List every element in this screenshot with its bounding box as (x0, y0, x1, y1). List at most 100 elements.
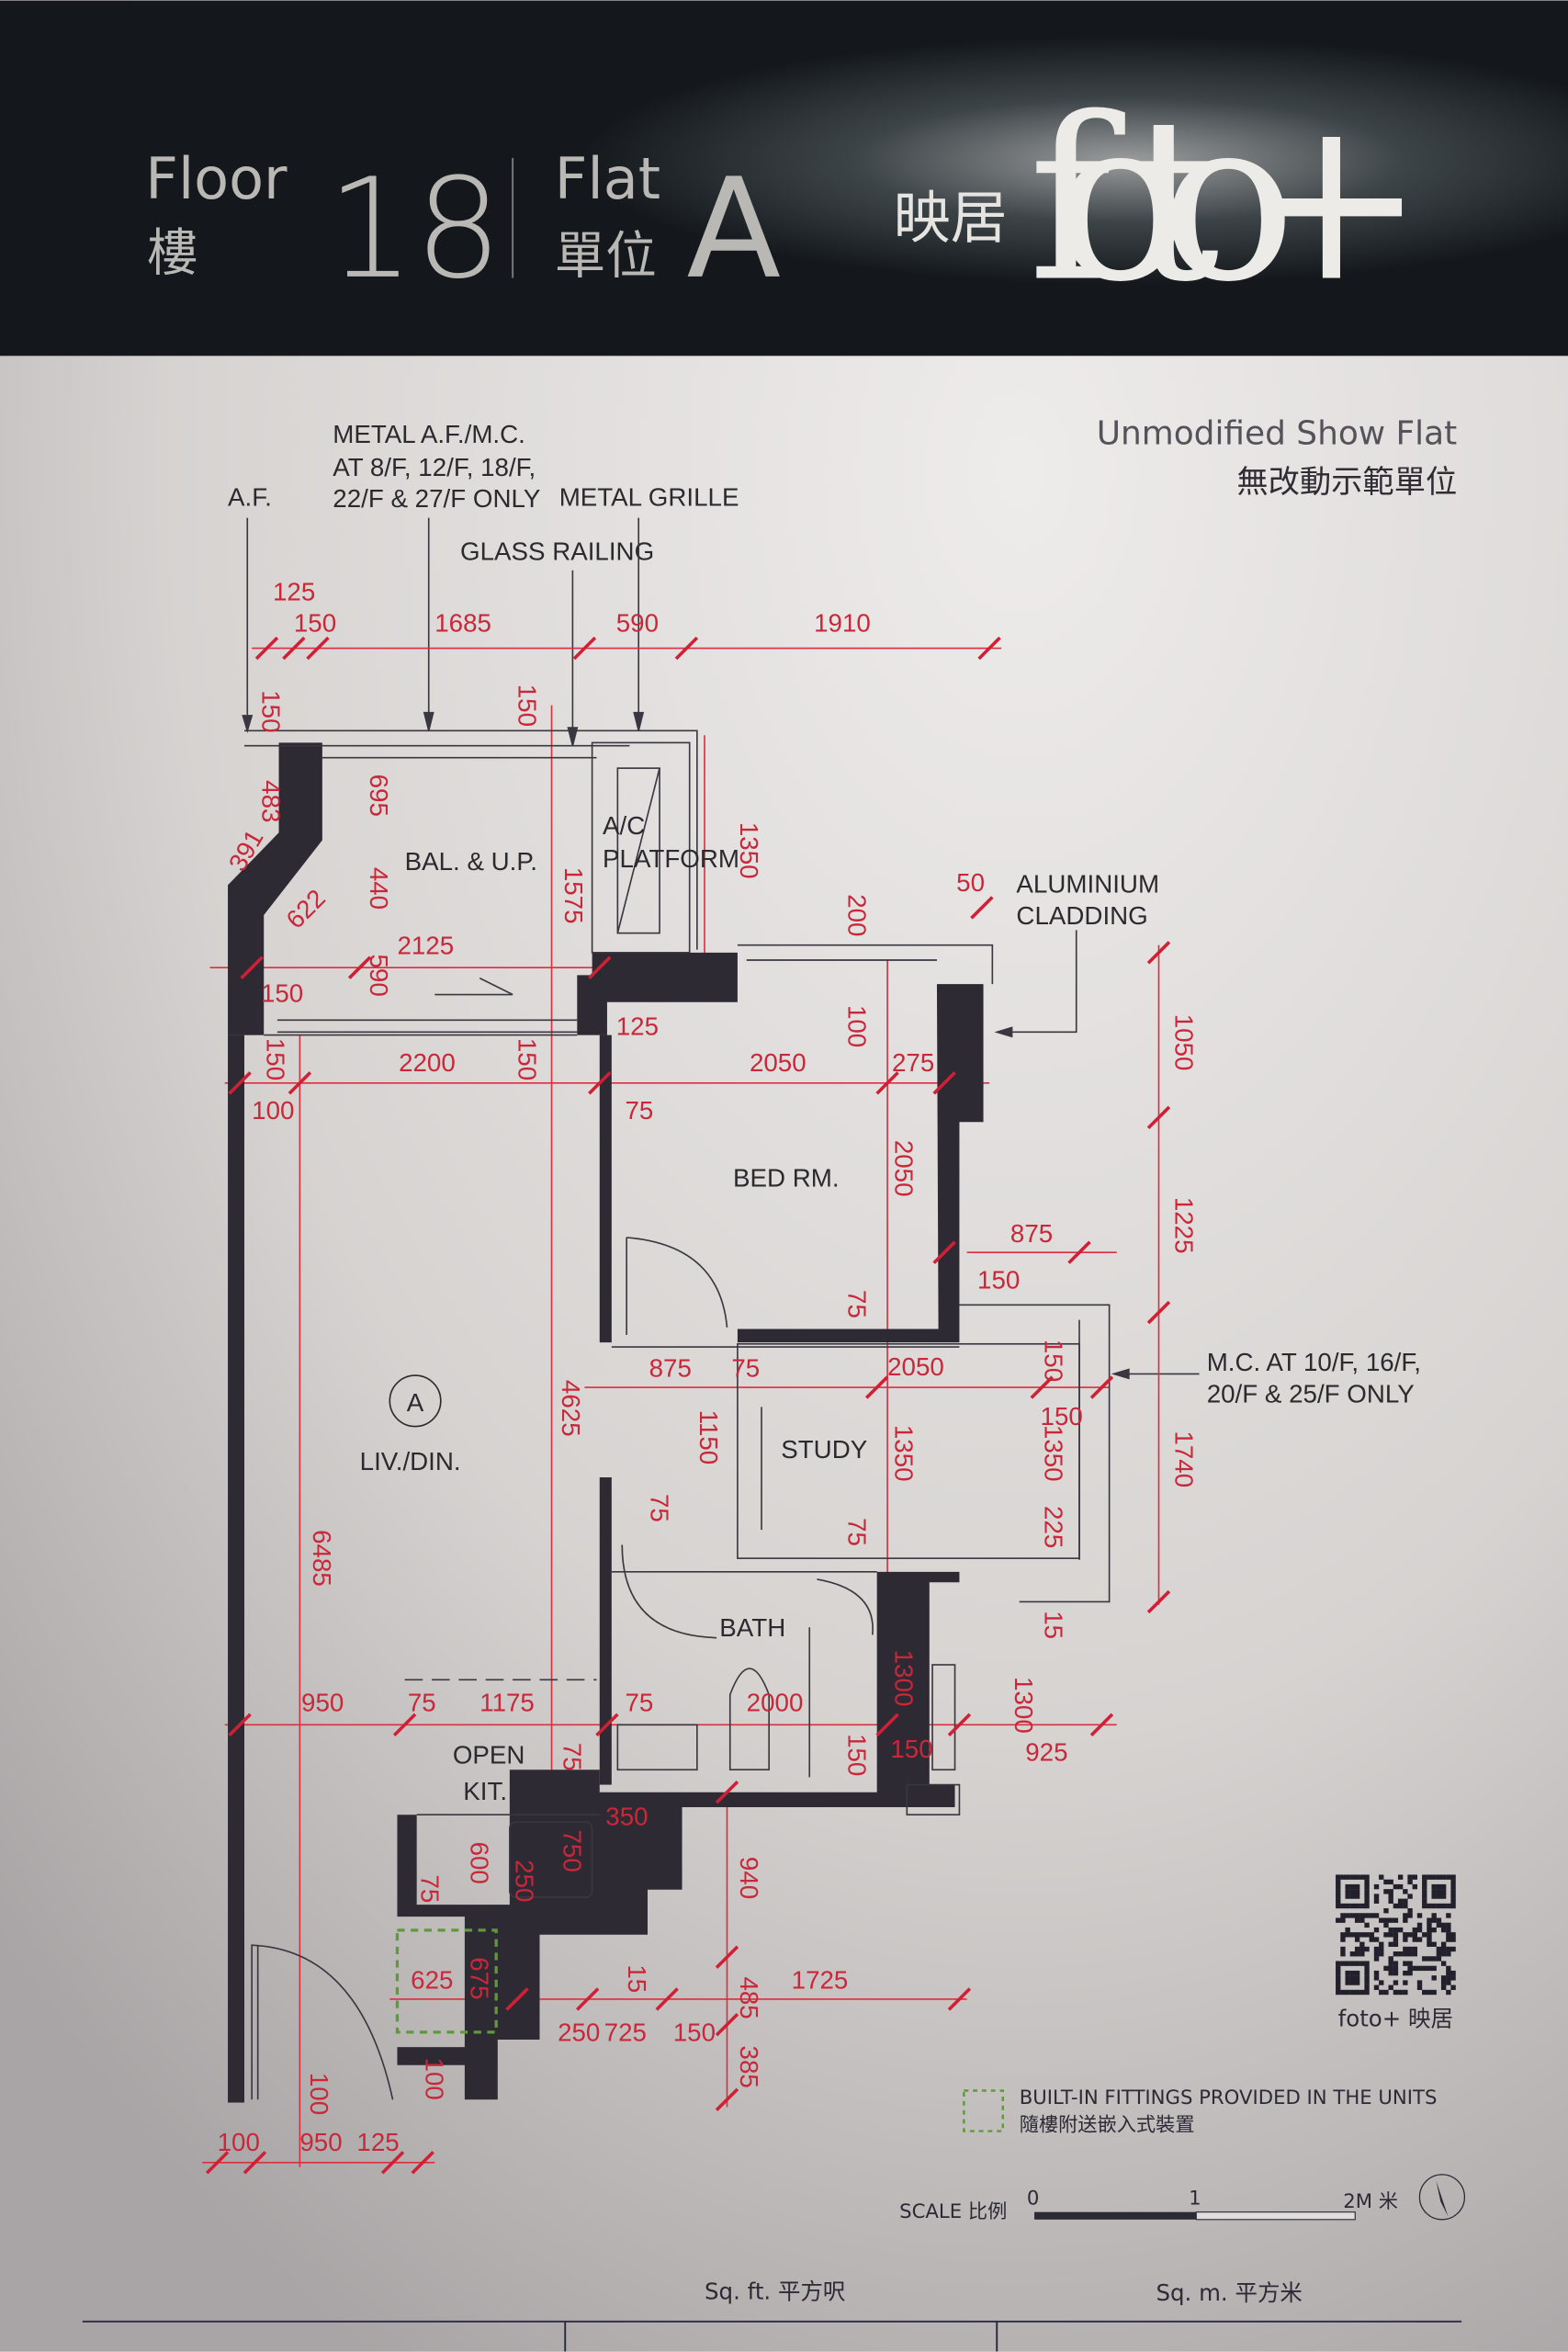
qr-module (1397, 1898, 1404, 1904)
qr-module (1403, 1961, 1408, 1966)
dimension-label: 75 (626, 1689, 654, 1717)
qr-module (1407, 1913, 1413, 1918)
qr-module (1446, 1922, 1451, 1928)
qr-module (1336, 1970, 1341, 1976)
dimension-label: 100 (218, 2128, 260, 2156)
annotation-af: A.F. (228, 483, 272, 512)
dimension-label: 100 (420, 2058, 448, 2100)
qr-module (1412, 1965, 1417, 1972)
qr-module (1422, 1883, 1427, 1890)
qr-module (1336, 1917, 1341, 1923)
qr-module (1369, 1913, 1374, 1918)
annotation-mc-1: M.C. AT 10/F, 16/F, (1207, 1348, 1421, 1376)
qr-module (1422, 1894, 1427, 1899)
scale-tick-0: 0 (1027, 2188, 1039, 2211)
dimension-label: 695 (365, 775, 393, 817)
floor-label-zh: 樓 (147, 224, 197, 283)
qr-module (1388, 1970, 1393, 1976)
dimension-tick (306, 636, 330, 661)
qr-module (1369, 1932, 1374, 1938)
dimension-label: 2050 (750, 1048, 807, 1077)
qr-module (1403, 1980, 1408, 1985)
qr-module (1340, 1932, 1346, 1938)
qr-code[interactable] (1336, 1874, 1456, 1996)
dimension-label: 75 (558, 1743, 587, 1771)
wall-ac-bottom (577, 952, 738, 1035)
qr-module (1407, 1970, 1413, 1976)
qr-module (1388, 1917, 1393, 1923)
dimension-label: 75 (843, 1290, 872, 1318)
dimension-tick (240, 956, 264, 979)
qr-module (1364, 1989, 1370, 1996)
qr-module (1388, 1894, 1393, 1899)
annotation-metal-grille: METAL GRILLE (559, 483, 739, 512)
qr-module (1336, 1989, 1341, 1996)
leader-arrows (242, 517, 1200, 1380)
dimension-label: 75 (626, 1096, 654, 1125)
dimension-tick (1067, 1240, 1091, 1264)
qr-module (1436, 1946, 1442, 1952)
dimension-tick (288, 1071, 312, 1095)
qr-module (1354, 1951, 1360, 1957)
qr-module (1422, 1989, 1427, 1996)
qr-module (1345, 1927, 1350, 1933)
qr-module (1383, 1917, 1389, 1923)
qr-module (1431, 1894, 1437, 1899)
qr-module (1450, 1903, 1456, 1909)
north-arrow-icon (1418, 2174, 1466, 2221)
qr-module (1336, 1975, 1341, 1981)
scale-tick-1: 1 (1189, 2188, 1201, 2211)
qr-module (1450, 1984, 1456, 1990)
qr-module (1407, 1874, 1413, 1880)
qr-module (1403, 1937, 1408, 1942)
qr-module (1436, 1922, 1442, 1928)
qr-module (1393, 1903, 1399, 1909)
qr-module (1431, 1874, 1437, 1880)
header-band (0, 0, 1568, 356)
qr-module (1393, 1970, 1399, 1976)
room-label-ac-2: PLATFORM (603, 844, 739, 873)
qr-module (1446, 1932, 1451, 1938)
qr-module (1403, 1917, 1408, 1923)
qr-module (1388, 1889, 1393, 1894)
qr-module (1354, 1946, 1360, 1952)
qr-module (1340, 1937, 1346, 1942)
qr-module (1436, 1894, 1442, 1899)
qr-module (1436, 1903, 1442, 1909)
dimension-tick (380, 2151, 405, 2175)
qr-module (1436, 1889, 1442, 1894)
scale-label: SCALE 比例 (899, 2200, 1007, 2223)
dimension-label: 150 (513, 1038, 542, 1080)
qr-module (1450, 1879, 1456, 1885)
qr-module (1422, 1879, 1427, 1885)
qr-module (1440, 1961, 1447, 1966)
room-label-kitchen-2: KIT. (463, 1777, 507, 1805)
dimension-tick (1146, 941, 1171, 965)
qr-module (1388, 1965, 1393, 1972)
legend-label-en: BUILT-IN FITTINGS PROVIDED IN THE UNITS (1020, 2086, 1438, 2109)
qr-module (1450, 1898, 1456, 1904)
qr-module (1364, 1894, 1370, 1899)
qr-module (1427, 1917, 1432, 1923)
qr-module (1450, 1970, 1456, 1976)
qr-module (1407, 1951, 1413, 1957)
dimension-tick (1146, 1589, 1171, 1614)
qr-module (1373, 1898, 1380, 1904)
dimension-tick (505, 1987, 529, 2011)
qr-module (1336, 1889, 1341, 1894)
dimension-label: 150 (843, 1734, 872, 1776)
qr-module (1393, 1989, 1399, 1996)
qr-module (1397, 1874, 1404, 1880)
qr-module (1373, 1951, 1380, 1957)
wall-bedroom-right (737, 984, 984, 1343)
qr-module (1354, 1961, 1360, 1966)
dimension-tick (205, 2151, 230, 2175)
dimension-label: 875 (649, 1354, 692, 1383)
table-header-sqft: Sq. ft. 平方呎 (705, 2278, 845, 2304)
qr-module (1440, 1903, 1447, 1909)
qr-module (1427, 1874, 1432, 1880)
qr-module (1446, 1874, 1451, 1880)
qr-module (1397, 1951, 1404, 1957)
qr-module (1359, 1946, 1365, 1952)
